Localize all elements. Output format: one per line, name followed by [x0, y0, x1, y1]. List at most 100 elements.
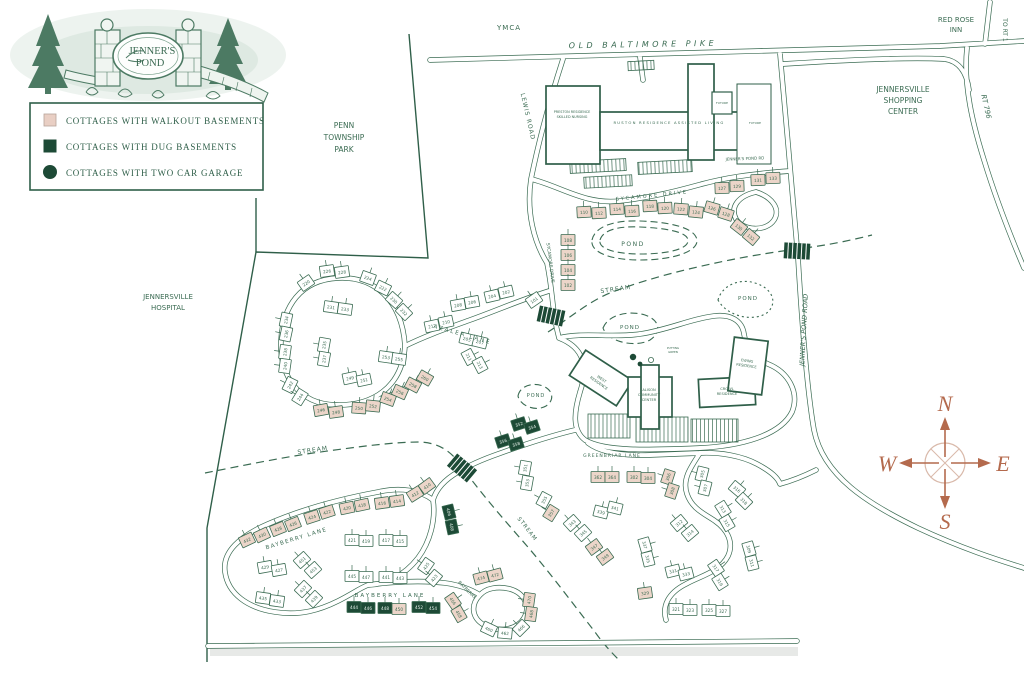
svg-text:106: 106 [564, 253, 572, 258]
svg-text:129: 129 [733, 184, 741, 189]
cottage-210: 210 [437, 311, 455, 330]
svg-text:468: 468 [528, 609, 534, 618]
svg-text:352: 352 [515, 421, 524, 428]
cottage-249: 249 [341, 367, 359, 386]
jenners-pond-road-label: JENNER'S POND ROAD [798, 294, 810, 369]
svg-text:312: 312 [675, 519, 685, 528]
compass-w: W [878, 451, 898, 476]
cottage-453: 453 [303, 561, 323, 579]
cottage-447: 447 [358, 566, 374, 583]
cottage-202: 202 [497, 281, 515, 300]
svg-text:426: 426 [288, 520, 298, 528]
cottage-414: 414 [388, 490, 406, 508]
svg-text:313: 313 [719, 504, 728, 514]
road-verge [210, 647, 798, 656]
svg-text:444: 444 [350, 605, 358, 610]
cottage-445: 445 [344, 565, 360, 582]
svg-text:260: 260 [420, 374, 430, 382]
future-wing-1-label: FUTURE [716, 101, 728, 105]
ymca-label: YMCA [496, 24, 521, 32]
svg-text:238: 238 [282, 347, 288, 356]
svg-text:102: 102 [564, 283, 572, 288]
cottage-106: 106 [560, 244, 576, 261]
cottage-456: 456 [444, 591, 463, 611]
property-boundary [206, 33, 429, 662]
cottage-421: 421 [344, 529, 360, 546]
building [545, 85, 601, 165]
cottage-353: 353 [516, 474, 534, 492]
cottage-327: 327 [715, 600, 731, 617]
building [599, 111, 743, 151]
svg-text:410: 410 [422, 482, 432, 491]
svg-text:255: 255 [395, 356, 404, 362]
cottage-132: 132 [741, 228, 761, 246]
parking-lot [583, 174, 633, 189]
svg-text:230: 230 [389, 296, 399, 305]
cottage-460: 460 [480, 618, 498, 638]
wall-right [185, 61, 269, 103]
cottage-305: 305 [691, 465, 710, 483]
rt-796-label: RT 796 [979, 94, 992, 120]
cottage-448: 448 [377, 597, 393, 614]
svg-text:445: 445 [348, 574, 356, 579]
stream-bridge [783, 242, 811, 260]
svg-text:133: 133 [769, 176, 777, 181]
legend-swatch-walkout [43, 113, 57, 127]
svg-text:419: 419 [362, 539, 370, 544]
svg-text:317: 317 [711, 563, 720, 573]
cottage-120: 120 [657, 196, 673, 215]
cottage-235: 235 [313, 336, 331, 354]
svg-text:321: 321 [672, 607, 680, 612]
cottage-233: 233 [336, 298, 354, 316]
building [726, 336, 770, 396]
svg-text:108: 108 [564, 238, 572, 243]
cottage-237: 237 [313, 350, 331, 368]
parking-lot [627, 59, 655, 72]
cottage-131: 131 [750, 168, 766, 187]
jenners-pond-rd-label: JENNER'S POND RD [725, 155, 765, 161]
stream-north-line [547, 234, 873, 333]
svg-text:101: 101 [529, 296, 539, 305]
building [711, 91, 733, 115]
cottage-325: 325 [701, 599, 717, 616]
cottage-406: 406 [441, 503, 460, 521]
cottage-130: 130 [729, 218, 749, 236]
cottage-129: 129 [729, 174, 745, 193]
cottage-112: 112 [591, 201, 607, 220]
svg-text:242: 242 [286, 380, 294, 390]
svg-text:212: 212 [428, 323, 437, 330]
building [736, 83, 772, 165]
svg-text:306: 306 [665, 472, 672, 481]
svg-text:114: 114 [613, 207, 622, 212]
pond-east-label: POND [738, 296, 758, 302]
cottage-304: 304 [640, 467, 656, 484]
cottage-357: 357 [541, 503, 560, 523]
cottage-462: 462 [497, 622, 513, 640]
cottage-451: 451 [292, 551, 312, 569]
svg-text:211: 211 [465, 352, 473, 362]
svg-text:406: 406 [445, 508, 452, 517]
cottage-256: 256 [391, 381, 409, 401]
cottage-224: 224 [359, 267, 377, 286]
cottage-347: 347 [584, 537, 604, 556]
building [640, 364, 660, 430]
cottage-443: 443 [392, 567, 408, 584]
cottage-444: 444 [346, 596, 362, 613]
svg-text:210: 210 [442, 319, 451, 326]
ponds [517, 220, 774, 409]
stream-bridge [446, 453, 478, 483]
parking-lot [637, 159, 693, 175]
svg-text:207: 207 [475, 339, 484, 346]
bayberry-lane-south-label: BAYBERRY LANE [355, 593, 426, 599]
cottage-356: 356 [494, 430, 512, 449]
svg-text:305: 305 [699, 469, 706, 478]
cottage-419: 419 [358, 530, 374, 547]
cottage-408: 408 [444, 518, 463, 536]
svg-text:302: 302 [630, 475, 638, 480]
cottage-102: 102 [560, 274, 576, 291]
svg-text:335: 335 [644, 555, 651, 564]
